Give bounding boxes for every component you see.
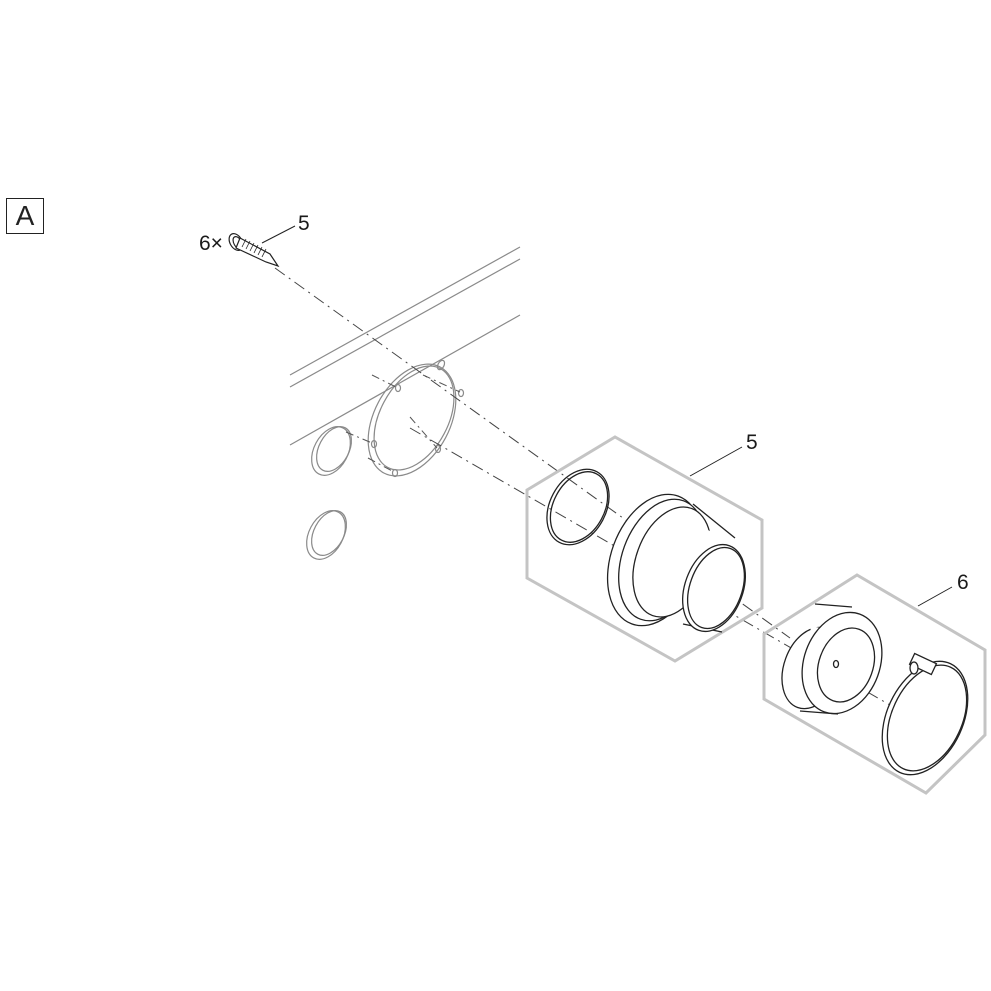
cap-callout-number: 6	[957, 571, 969, 594]
o-ring-part	[546, 468, 610, 546]
view-label: A	[6, 198, 44, 234]
group-border-cap	[762, 573, 987, 795]
housing-panel	[289, 246, 521, 560]
screw-part	[228, 233, 280, 268]
screw-callout-number: 5	[298, 212, 310, 235]
screw-quantity-label: 6×	[199, 232, 223, 255]
screw-leader-line	[261, 225, 296, 244]
cap-leader-line	[917, 586, 953, 607]
hole-alignment-lines	[345, 374, 461, 473]
flange-adapter-part	[606, 493, 746, 633]
end-cap-part	[781, 603, 883, 715]
group-border-flange	[525, 435, 764, 663]
hose-clamp-part	[881, 652, 969, 776]
flange-callout-number: 5	[746, 431, 758, 454]
flange-leader-line	[689, 446, 743, 477]
